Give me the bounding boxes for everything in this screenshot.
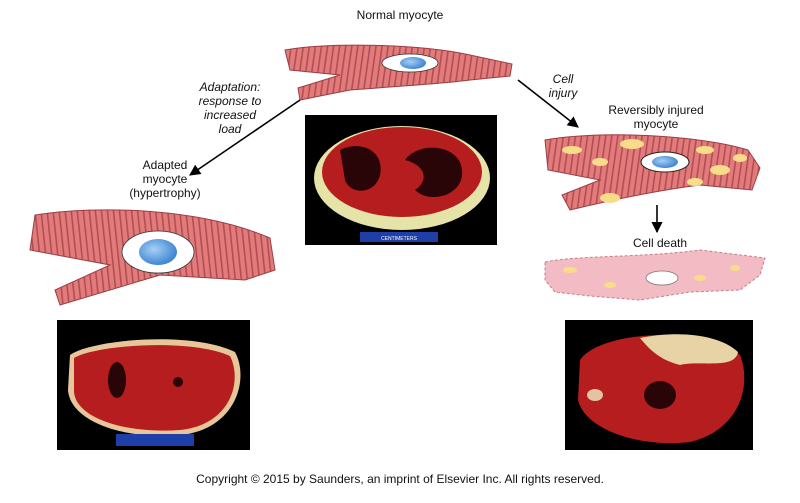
reversibly-injured-myocyte-cell bbox=[544, 134, 761, 211]
label-adaptation: Adaptation: response to increased load bbox=[198, 80, 262, 136]
nucleus-icon bbox=[652, 156, 678, 168]
label-cell-death: Cell death bbox=[632, 236, 688, 250]
adapted-myocyte-cell bbox=[29, 209, 276, 306]
label-adapted-myocyte: Adapted myocyte (hypertrophy) bbox=[129, 158, 201, 200]
label-cell-injury: Cell injury bbox=[548, 72, 578, 100]
infarct-heart-photo bbox=[565, 320, 753, 450]
normal-myocyte-cell bbox=[284, 44, 513, 101]
label-normal-myocyte: Normal myocyte bbox=[356, 8, 444, 22]
arrow-cell-injury bbox=[517, 79, 579, 128]
label-reversibly-injured: Reversibly injured myocyte bbox=[608, 103, 704, 131]
ruler-label: CENTIMETERS bbox=[381, 236, 418, 242]
normal-heart-photo: CENTIMETERS bbox=[305, 115, 497, 245]
arrow-adaptation bbox=[189, 99, 301, 176]
copyright-text: Copyright © 2015 by Saunders, an imprint… bbox=[196, 472, 604, 486]
nucleus-icon bbox=[400, 57, 426, 69]
nucleus-icon bbox=[139, 239, 177, 265]
hypertrophy-heart-photo bbox=[57, 320, 250, 450]
dead-cell bbox=[544, 249, 766, 301]
